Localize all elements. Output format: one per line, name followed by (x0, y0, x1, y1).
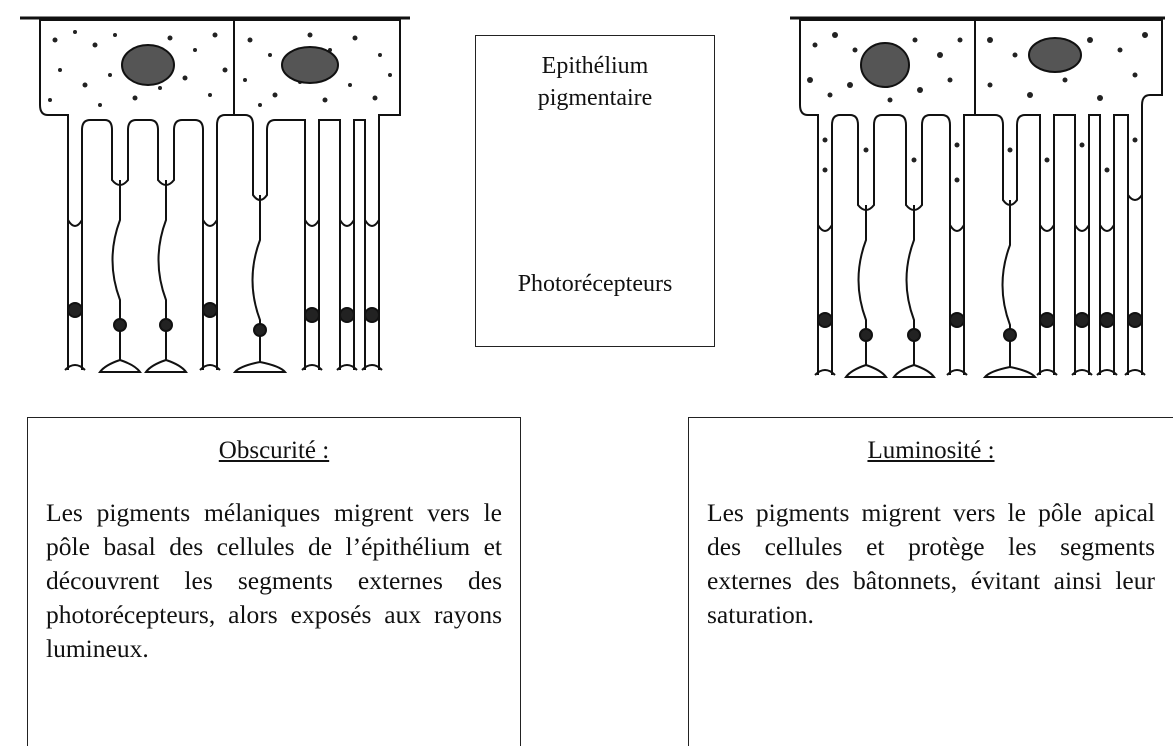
pigment-epithelium-layer (20, 18, 410, 226)
photoreceptor-layer (65, 180, 382, 372)
legend-box: Epithélium pigmentaire Photorécepteurs (475, 35, 715, 347)
light-adaptation-illustration (790, 10, 1170, 385)
photoreceptor-layer (815, 195, 1145, 377)
light-panel: Luminosité : Les pigments migrent vers l… (688, 417, 1173, 746)
legend-epithelium-line1: Epithélium (476, 50, 714, 82)
light-description: Les pigments migrent vers le pôle apical… (707, 496, 1155, 632)
legend-photoreceptors-label: Photorécepteurs (476, 268, 714, 300)
light-title: Luminosité : (707, 434, 1155, 468)
cell-nucleus (861, 43, 909, 87)
dark-illustration-svg (20, 10, 420, 380)
pigment-epithelium-layer (790, 18, 1165, 231)
darkness-title: Obscurité : (46, 434, 502, 468)
light-illustration-svg (790, 10, 1170, 385)
legend-epithelium-label: Epithélium pigmentaire (476, 50, 714, 114)
dark-adaptation-illustration (20, 10, 420, 380)
darkness-description: Les pigments mélaniques migrent vers le … (46, 496, 502, 666)
legend-epithelium-line2: pigmentaire (476, 82, 714, 114)
cell-nucleus (1029, 38, 1081, 72)
cell-nucleus (282, 47, 338, 83)
cell-nucleus (122, 45, 174, 85)
darkness-panel: Obscurité : Les pigments mélaniques migr… (27, 417, 521, 746)
